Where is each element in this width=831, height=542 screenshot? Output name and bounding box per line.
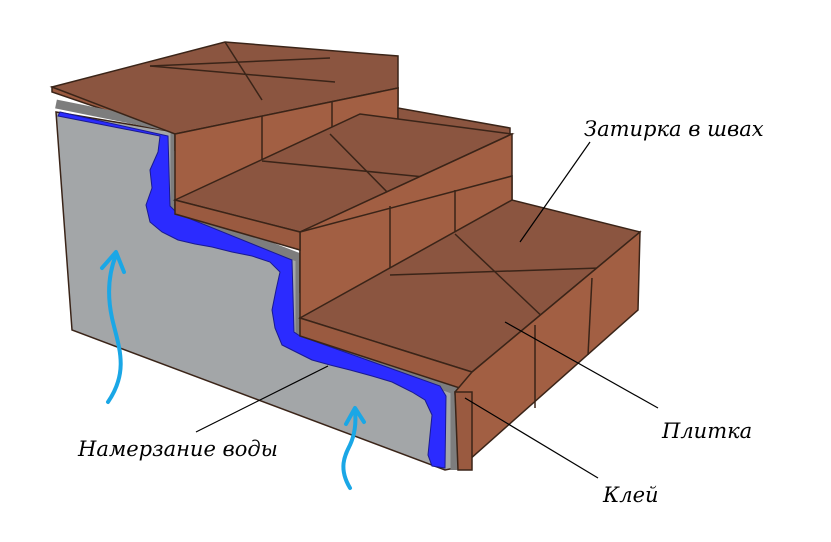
label-water: Намерзание воды [77, 437, 278, 461]
up-arrow-icon [100, 250, 126, 274]
top-tread-joint [149, 57, 331, 67]
riser-lower-joint [587, 277, 593, 356]
middle-step-left-edge [174, 199, 301, 251]
leader-tile [504, 321, 659, 409]
label-grout: Затирка в швах [584, 117, 764, 141]
water-ice-layer [57, 111, 447, 469]
lower-tread-joint [454, 233, 549, 323]
up-arrow-icon [106, 253, 123, 404]
up-arrow-icon [341, 408, 358, 490]
up-arrow-icon [344, 406, 366, 426]
riser-lower [454, 230, 641, 470]
top-tread-joint [224, 41, 263, 101]
label-tile: Плитка [661, 419, 752, 443]
label-adhesive: Клей [602, 483, 659, 507]
bottom-riser-edge [454, 391, 473, 471]
top-tread [49, 41, 399, 135]
leader-adhesive [464, 397, 599, 479]
leader-grout [519, 141, 591, 243]
middle-tread-joint [329, 133, 396, 201]
leader-water [195, 365, 329, 433]
top-tread-joint [149, 65, 336, 83]
